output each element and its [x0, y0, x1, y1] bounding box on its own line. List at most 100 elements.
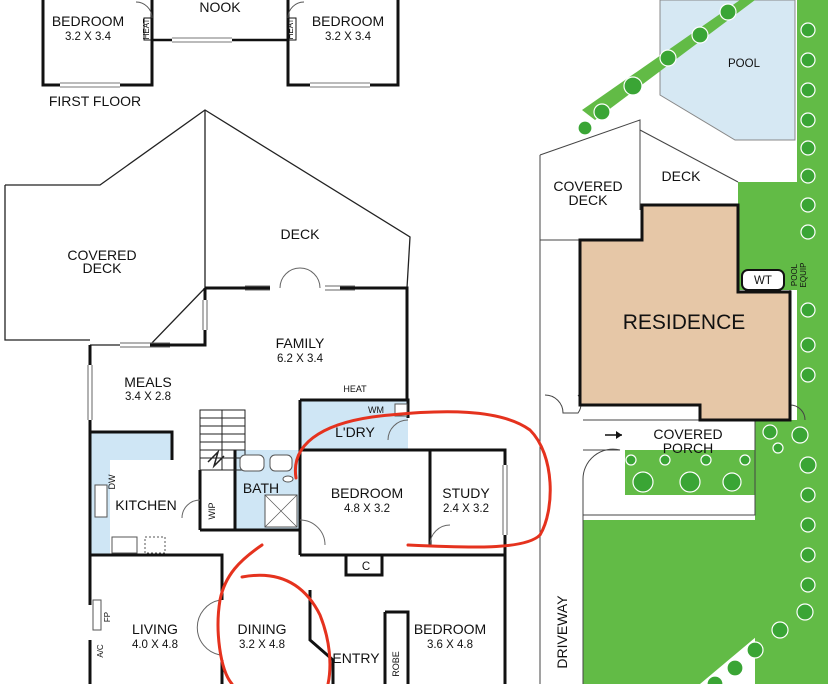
label-site-covered-deck-line2: DECK	[569, 192, 609, 208]
openings	[87, 267, 508, 660]
tree-icon	[800, 337, 816, 353]
tree-icon	[746, 641, 764, 659]
label-dw: DW	[107, 474, 117, 489]
annotation-circle-bedroom-study	[293, 410, 552, 549]
dim-living: 4.0 X 4.8	[132, 639, 178, 651]
label-entry: ENTRY	[332, 650, 380, 666]
tree-icon	[800, 52, 816, 68]
dim-bedroom-tr: 3.2 X 3.4	[325, 31, 372, 43]
label-heat-tl: HEAT	[142, 19, 151, 40]
tree-icon	[706, 675, 724, 684]
label-covered-deck-line1: COVERED	[67, 247, 136, 263]
tree-icon	[700, 454, 712, 466]
tree-icon	[679, 471, 701, 493]
label-c: C	[362, 561, 370, 573]
dim-family: 6.2 X 3.4	[277, 353, 324, 365]
label-first-floor: FIRST FLOOR	[49, 93, 141, 109]
label-covered-deck-line2: DECK	[83, 260, 123, 276]
label-laundry: L'DRY	[335, 424, 375, 440]
tree-icon	[659, 49, 677, 67]
label-driveway: DRIVEWAY	[554, 595, 570, 669]
label-site-deck: DECK	[662, 168, 702, 184]
dim-dining: 3.2 X 4.8	[239, 639, 285, 651]
trees	[577, 3, 817, 684]
tree-icon	[739, 454, 751, 466]
label-heat-tr: HEAT	[286, 19, 295, 40]
tree-icon	[800, 367, 816, 383]
tree-icon	[623, 76, 643, 96]
label-wt: WT	[754, 275, 772, 287]
tree-icon	[691, 26, 709, 44]
label-pool: POOL	[728, 58, 761, 70]
label-study: STUDY	[442, 485, 490, 501]
tree-icon	[577, 120, 593, 136]
label-bedroom-mid: BEDROOM	[331, 485, 403, 501]
dim-bedroom-tl: 3.2 X 3.4	[65, 31, 112, 43]
residence-block	[578, 203, 792, 422]
tree-icon	[800, 140, 816, 156]
site-plan	[539, 0, 828, 684]
tree-icon	[800, 112, 816, 128]
label-dining: DINING	[238, 621, 287, 637]
label-bath: BATH	[243, 480, 279, 496]
dim-study: 2.4 X 3.2	[443, 503, 489, 515]
tree-icon	[659, 454, 671, 466]
label-covered-porch-line2: PORCH	[663, 440, 714, 456]
tree-icon	[762, 424, 778, 440]
label-nook: NOOK	[199, 0, 241, 15]
tree-icon	[726, 659, 744, 677]
water-tank	[741, 269, 785, 291]
dim-bedroom-mid: 4.8 X 3.2	[344, 503, 390, 515]
tree-icon	[800, 547, 816, 563]
first-floor-plan	[41, 0, 400, 88]
exterior-walls	[88, 286, 507, 684]
tree-icon	[800, 577, 816, 593]
tree-icon	[800, 22, 816, 38]
label-bedroom-br: BEDROOM	[414, 621, 486, 637]
tree-icon	[593, 103, 611, 121]
dim-meals: 3.4 X 2.8	[125, 391, 171, 403]
label-site-covered-deck-line1: COVERED	[553, 178, 622, 194]
tree-icon	[800, 82, 816, 98]
tree-icon	[800, 517, 816, 533]
label-wip: WIP	[207, 503, 217, 520]
label-residence: RESIDENCE	[623, 311, 746, 334]
label-robe: ROBE	[391, 651, 401, 677]
tree-icon	[800, 168, 816, 184]
tree-icon	[799, 456, 817, 474]
tree-icon	[791, 426, 809, 444]
label-bedroom-tr: BEDROOM	[312, 13, 384, 29]
label-fp: FP	[103, 612, 112, 622]
tree-icon	[625, 454, 637, 466]
tree-icon	[719, 3, 737, 21]
annotation-circle-dining	[216, 543, 332, 684]
label-meals: MEALS	[124, 374, 171, 390]
label-kitchen: KITCHEN	[115, 497, 176, 513]
red-annotations	[216, 410, 552, 684]
label-ac: A/C	[96, 644, 105, 658]
label-wm: WM	[368, 405, 384, 415]
tree-icon	[800, 197, 816, 213]
room-labels: NOOK BEDROOM 3.2 X 3.4 BEDROOM 3.2 X 3.4…	[49, 0, 491, 677]
dim-bedroom-br: 3.6 X 4.8	[427, 639, 473, 651]
tree-icon	[772, 442, 784, 454]
tree-icon	[800, 487, 816, 503]
label-deck: DECK	[281, 226, 321, 242]
label-living: LIVING	[132, 621, 178, 637]
label-family: FAMILY	[276, 335, 325, 351]
tree-icon	[800, 224, 816, 240]
label-heat: HEAT	[343, 384, 367, 394]
tree-icon	[796, 603, 814, 621]
label-pool-equip-line2: EQUIP	[799, 263, 808, 288]
staircase	[199, 409, 246, 471]
bath-fixtures	[239, 454, 298, 528]
label-bedroom-tl: BEDROOM	[52, 13, 124, 29]
tree-icon	[771, 621, 789, 639]
tree-icon	[632, 471, 654, 493]
tree-icon	[722, 472, 742, 492]
tree-icon	[800, 302, 816, 318]
label-pool-equip-line1: POOL	[790, 263, 799, 286]
site-labels: POOL COVERED DECK DECK RESIDENCE WT POOL…	[553, 58, 808, 669]
label-covered-porch-line1: COVERED	[653, 426, 722, 442]
